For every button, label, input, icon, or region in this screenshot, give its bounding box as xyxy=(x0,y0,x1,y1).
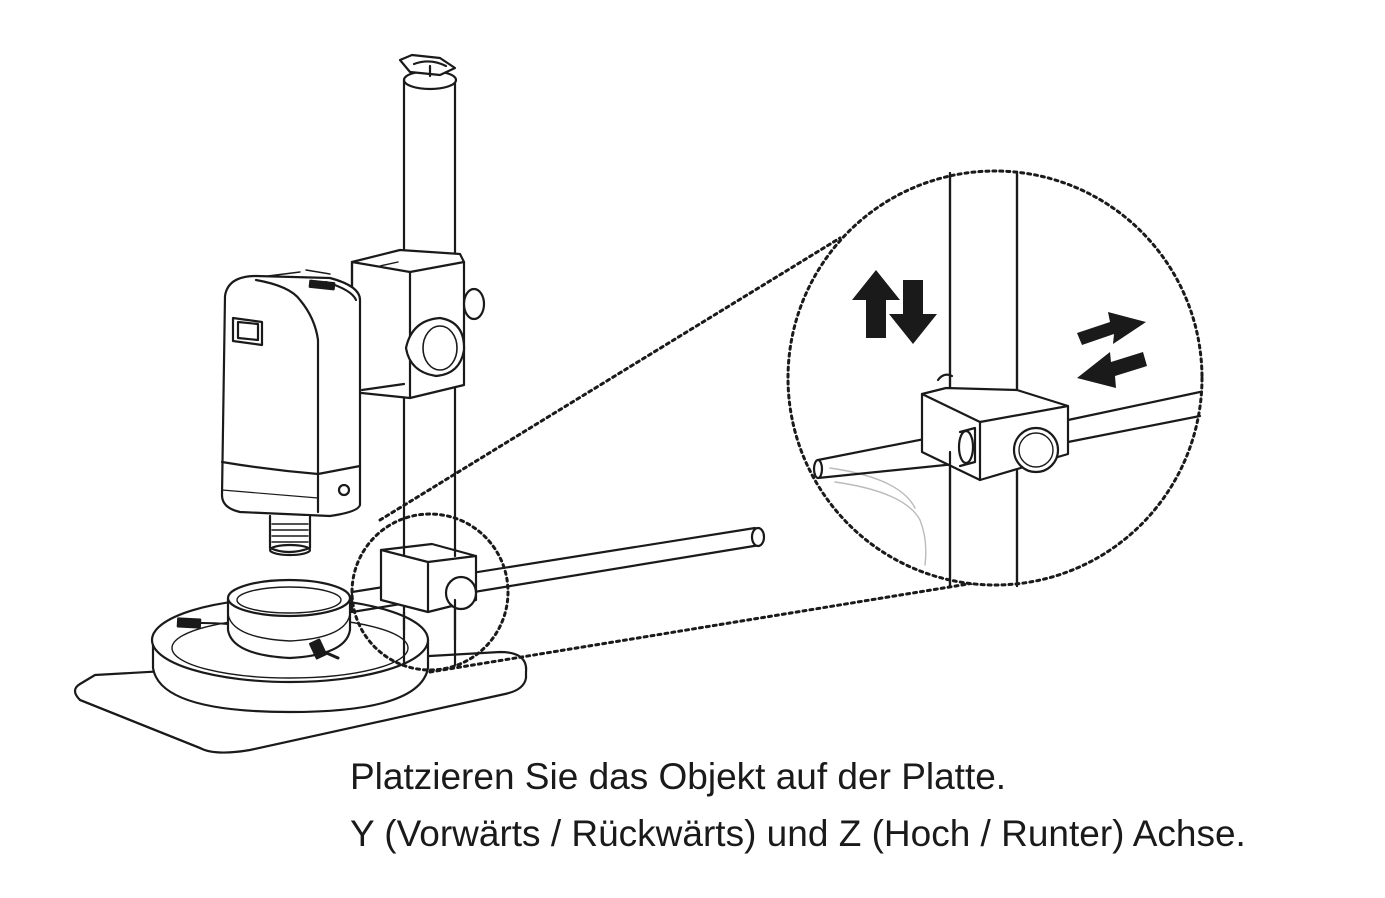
caption-line-2: Y (Vorwärts / Rückwärts) und Z (Hoch / R… xyxy=(350,813,1246,854)
detail-highlight-circle xyxy=(350,512,510,672)
zoom-connector-lines xyxy=(378,236,982,674)
camera-holder xyxy=(350,248,486,400)
up-down-arrows-icon xyxy=(852,270,937,344)
caption-line-1: Platzieren Sie das Objekt auf der Platte… xyxy=(350,756,1007,797)
arm-clamp xyxy=(379,542,478,642)
camera-body xyxy=(220,269,362,557)
zoom-circle-outline xyxy=(786,169,1204,587)
left-right-arrows-icon xyxy=(1077,312,1147,388)
round-stage xyxy=(150,578,430,714)
zoom-detail xyxy=(788,171,1202,588)
